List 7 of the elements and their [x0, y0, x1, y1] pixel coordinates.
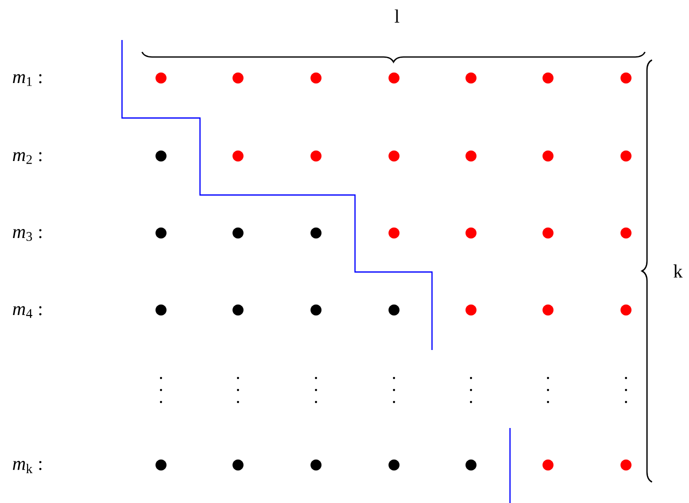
row-label: m$_{1}$ :: [12, 74, 42, 86]
row-label: m$_{3}$ :: [12, 229, 42, 241]
brace-label: l: [394, 9, 400, 23]
row-label: m$_{4}$ :: [12, 306, 42, 318]
brace-label: k: [674, 264, 683, 278]
row-label: m$_{2}$ :: [12, 152, 42, 164]
row-label: m$_{k}$ :: [12, 460, 42, 474]
